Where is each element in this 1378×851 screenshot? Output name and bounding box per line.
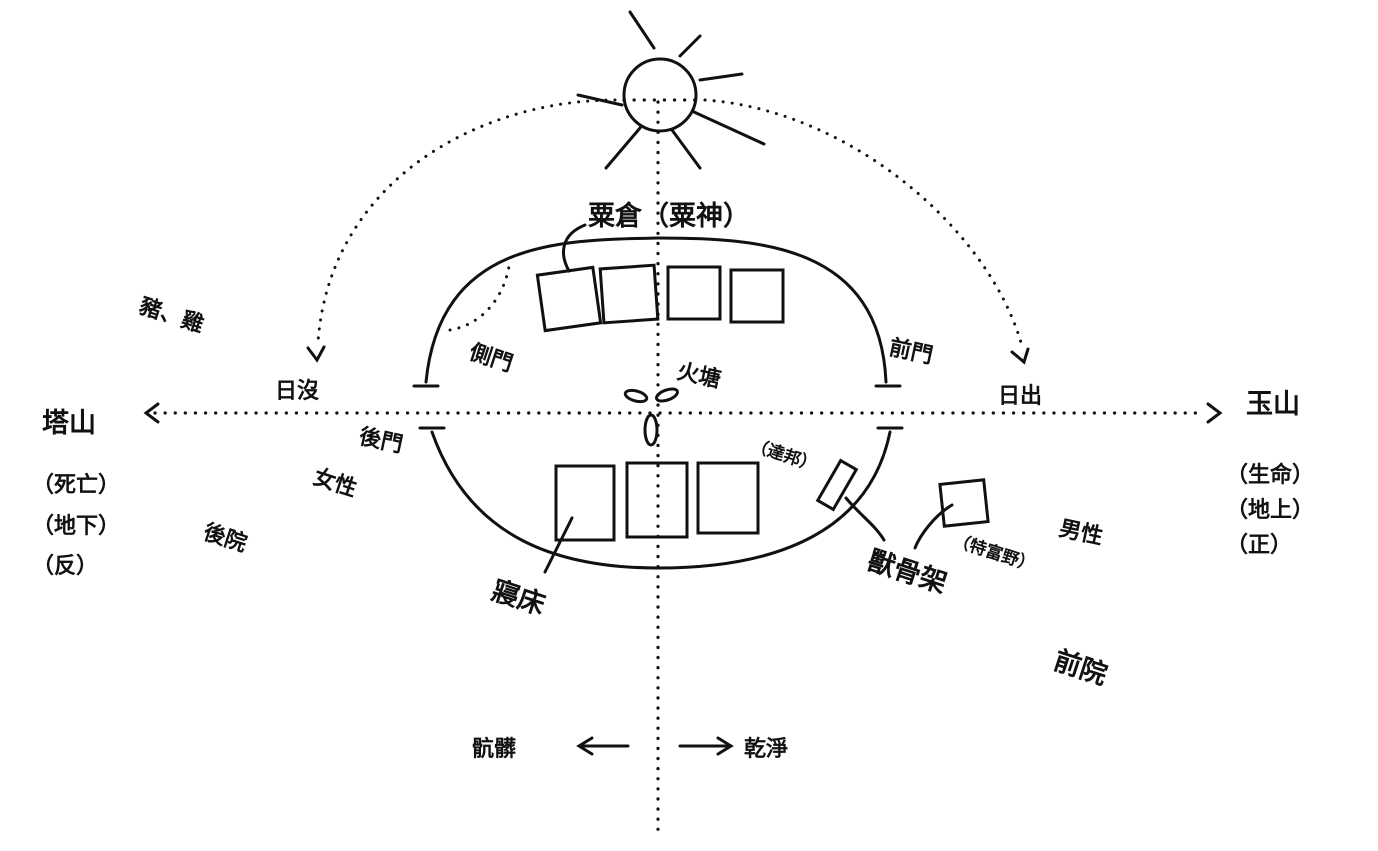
bone-rack-pointer	[844, 496, 886, 542]
hearth-label: 火塘	[675, 358, 723, 393]
bed-boxes	[554, 461, 760, 542]
sun-icon	[576, 10, 766, 170]
tefuye-pointer	[913, 503, 954, 550]
arrow-left-icon	[143, 402, 160, 424]
back-door-label: 後門	[357, 423, 405, 458]
sunset-arrow-icon	[306, 345, 326, 363]
sunrise-arrow-icon	[1010, 347, 1030, 365]
bed-label: 寢床	[488, 574, 549, 621]
life-label: （生命）	[1226, 462, 1314, 488]
sunrise-label: 日出	[998, 383, 1042, 409]
front-yard-label: 前院	[1050, 644, 1111, 691]
sun-path-sunset	[316, 98, 617, 344]
death-label: （死亡）	[32, 472, 120, 498]
above-ground-label: （地上）	[1226, 497, 1314, 523]
house-wall-lower	[430, 430, 892, 570]
bone-rack-label: 獸骨架	[864, 545, 951, 600]
female-label: 女性	[310, 464, 360, 502]
dirty-label: 骯髒	[472, 736, 516, 762]
bone-rack-tefuye	[938, 478, 990, 528]
granary-boxes	[535, 263, 785, 333]
tashan-label: 塔山	[42, 408, 96, 439]
house-wall-upper	[424, 236, 888, 384]
arrow-right-icon	[1206, 402, 1223, 424]
granary-pointer	[562, 223, 587, 273]
yushan-label: 玉山	[1246, 389, 1300, 420]
arrow-to-dirty-icon	[576, 736, 630, 756]
back-yard-label: 後院	[200, 519, 250, 557]
underground-label: （地下）	[32, 513, 120, 539]
proper-label: （正）	[1226, 532, 1292, 558]
tefuye-label: （特富野）	[950, 530, 1037, 576]
sun-path-sunrise	[703, 98, 1024, 348]
granary-label: 粟倉（粟神）	[588, 200, 750, 232]
bed-pointer	[543, 516, 574, 574]
bone-rack-tabu	[815, 458, 859, 512]
pig-chicken-label: 豬、雞	[135, 293, 207, 338]
front-door-label: 前門	[887, 334, 935, 369]
side-door-path	[448, 258, 512, 332]
clean-label: 乾淨	[744, 736, 788, 762]
reverse-label: （反）	[32, 553, 98, 579]
sunset-label: 日沒	[275, 378, 320, 404]
hearth-icon	[623, 387, 679, 447]
male-label: 男性	[1057, 515, 1105, 550]
arrow-to-clean-icon	[678, 736, 734, 756]
side-door-label: 側門	[465, 339, 516, 378]
